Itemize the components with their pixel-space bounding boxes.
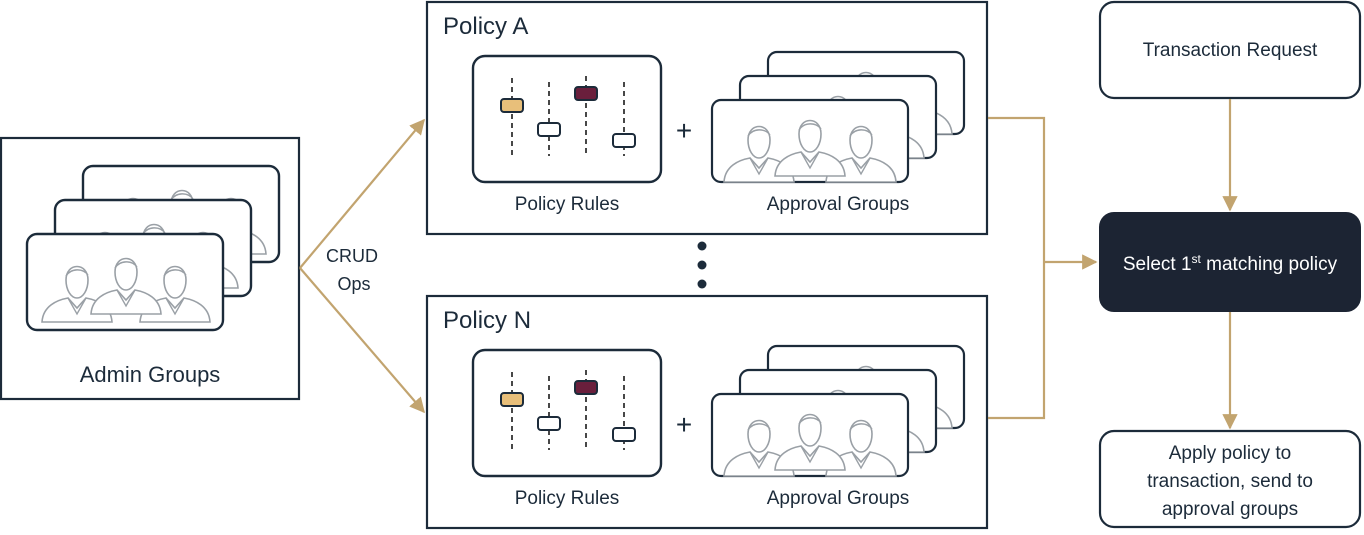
apply-policy-line-1: Apply policy to (1169, 443, 1292, 464)
apply-policy-line-2: transaction, send to (1147, 471, 1313, 492)
crud-arrows (299, 118, 426, 414)
select-policy-box: Select 1st matching policy (1099, 212, 1361, 312)
policy-a-title: Policy A (443, 13, 528, 40)
transaction-request-box: Transaction Request (1098, 0, 1362, 100)
policy-rules-label: Policy Rules (515, 194, 620, 215)
select-policy-label: Select 1st matching policy (1123, 252, 1338, 275)
approval-groups-label: Approval Groups (767, 194, 910, 215)
policy-rules-label: Policy Rules (515, 488, 620, 509)
policy-connector (988, 116, 1098, 420)
admin-groups-label: Admin Groups (80, 362, 221, 387)
ellipsis-vertical-icon (697, 241, 707, 289)
apply-policy-line-3: approval groups (1162, 499, 1298, 520)
arrow-icon (299, 118, 425, 269)
apply-policy-box: Apply policy to transaction, send to app… (1098, 429, 1362, 529)
plus-sign: + (676, 409, 692, 440)
policy-n-title: Policy N (443, 307, 531, 334)
policy-a-panel: Policy A Policy Rules + Approval Groups (425, 0, 989, 236)
ops-label: Ops (337, 274, 370, 294)
plus-sign: + (676, 115, 692, 146)
transaction-request-label: Transaction Request (1143, 40, 1318, 61)
arrow-icon (299, 267, 426, 414)
crud-label: CRUD (326, 246, 378, 266)
admin-groups-panel: Admin Groups (0, 136, 301, 401)
approval-groups-label: Approval Groups (767, 488, 910, 509)
slider-rules-icon (471, 54, 663, 184)
policy-n-panel: Policy N Policy Rules + Approval Groups (425, 294, 989, 530)
slider-rules-icon (471, 348, 663, 478)
